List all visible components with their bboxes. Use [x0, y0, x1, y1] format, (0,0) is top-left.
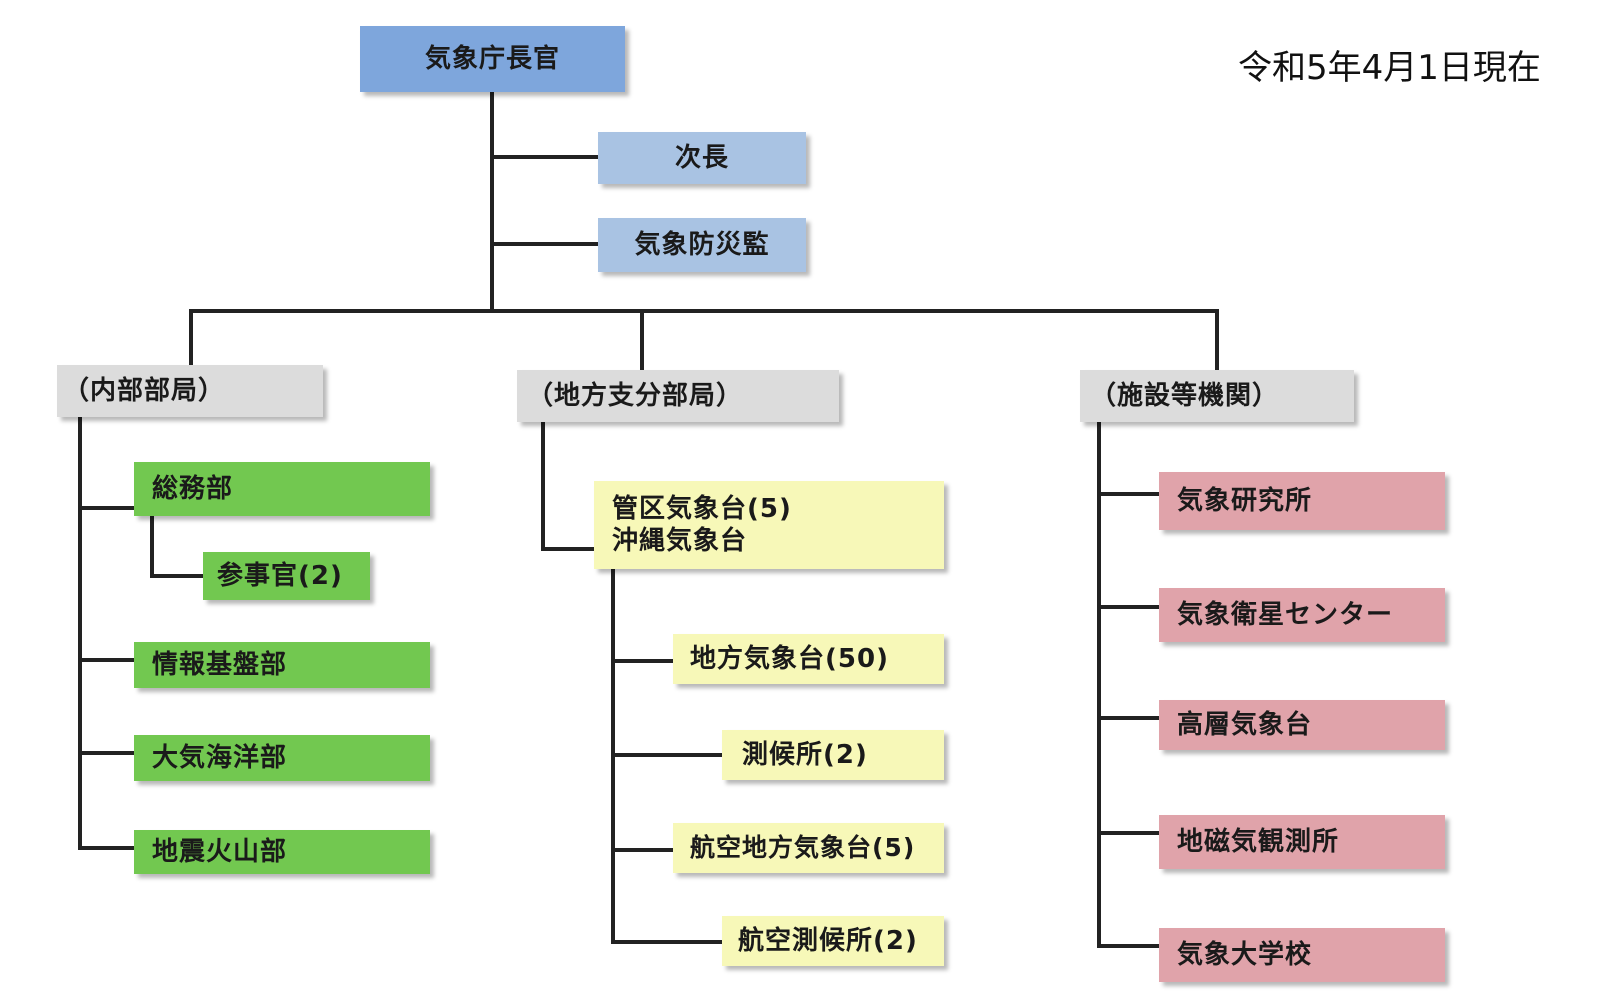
research-institute-box: 気象研究所 [1159, 472, 1445, 530]
deputy-director-box: 次長 [598, 132, 806, 184]
atmosphere-ocean-label: 大気海洋部 [152, 742, 288, 773]
geomagnetic-observatory-box: 地磁気観測所 [1159, 815, 1445, 869]
councillor-box: 参事官(2) [203, 552, 370, 600]
aviation-local-observatory-box: 航空地方気象台(5) [673, 823, 944, 873]
info-infra-box: 情報基盤部 [134, 642, 430, 688]
general-affairs-label: 総務部 [152, 473, 234, 504]
general-affairs-box: 総務部 [134, 462, 430, 516]
facilities-label: （施設等機関） [1090, 380, 1280, 411]
weather-stations-box: 測候所(2) [722, 730, 944, 780]
deputy-director-label: 次長 [674, 142, 729, 173]
aerological-observatory-box: 高層気象台 [1159, 700, 1445, 750]
disaster-prevention-label: 気象防災監 [634, 229, 770, 260]
local-observatory-label: 地方気象台(50) [690, 643, 889, 674]
research-institute-label: 気象研究所 [1177, 485, 1313, 516]
aviation-stations-label: 航空測候所(2) [738, 925, 918, 956]
as-of-date: 令和5年4月1日現在 [1238, 48, 1541, 88]
disaster-prevention-box: 気象防災監 [598, 218, 806, 272]
aviation-local-observatory-label: 航空地方気象台(5) [690, 833, 916, 863]
internal-bureaus-header: （内部部局） [57, 365, 323, 417]
facilities-header: （施設等機関） [1080, 370, 1354, 422]
atmosphere-ocean-box: 大気海洋部 [134, 735, 430, 781]
director-general-label: 気象庁長官 [424, 43, 560, 74]
regional-bureaus-label: （地方支分部局） [527, 380, 744, 411]
aerological-observatory-label: 高層気象台 [1177, 709, 1313, 740]
meteorological-college-box: 気象大学校 [1159, 928, 1445, 982]
geomagnetic-observatory-label: 地磁気観測所 [1177, 826, 1340, 857]
okinawa-observatory-label: 沖縄気象台 [612, 526, 748, 556]
district-observatory-box: 管区気象台(5) 沖縄気象台 [594, 481, 944, 569]
director-general-box: 気象庁長官 [360, 26, 625, 92]
satellite-center-box: 気象衛星センター [1159, 588, 1445, 642]
aviation-stations-box: 航空測候所(2) [722, 916, 944, 966]
local-observatory-box: 地方気象台(50) [673, 634, 944, 684]
weather-stations-label: 測候所(2) [742, 739, 868, 770]
councillor-label: 参事官(2) [217, 560, 343, 591]
info-infra-label: 情報基盤部 [152, 649, 288, 680]
meteorological-college-label: 気象大学校 [1177, 939, 1313, 970]
regional-bureaus-header: （地方支分部局） [517, 370, 839, 422]
seismology-volcano-box: 地震火山部 [134, 830, 430, 874]
district-observatory-label: 管区気象台(5) [612, 493, 792, 524]
seismology-volcano-label: 地震火山部 [152, 836, 288, 867]
internal-bureaus-label: （内部部局） [63, 375, 226, 406]
satellite-center-label: 気象衛星センター [1177, 599, 1394, 630]
